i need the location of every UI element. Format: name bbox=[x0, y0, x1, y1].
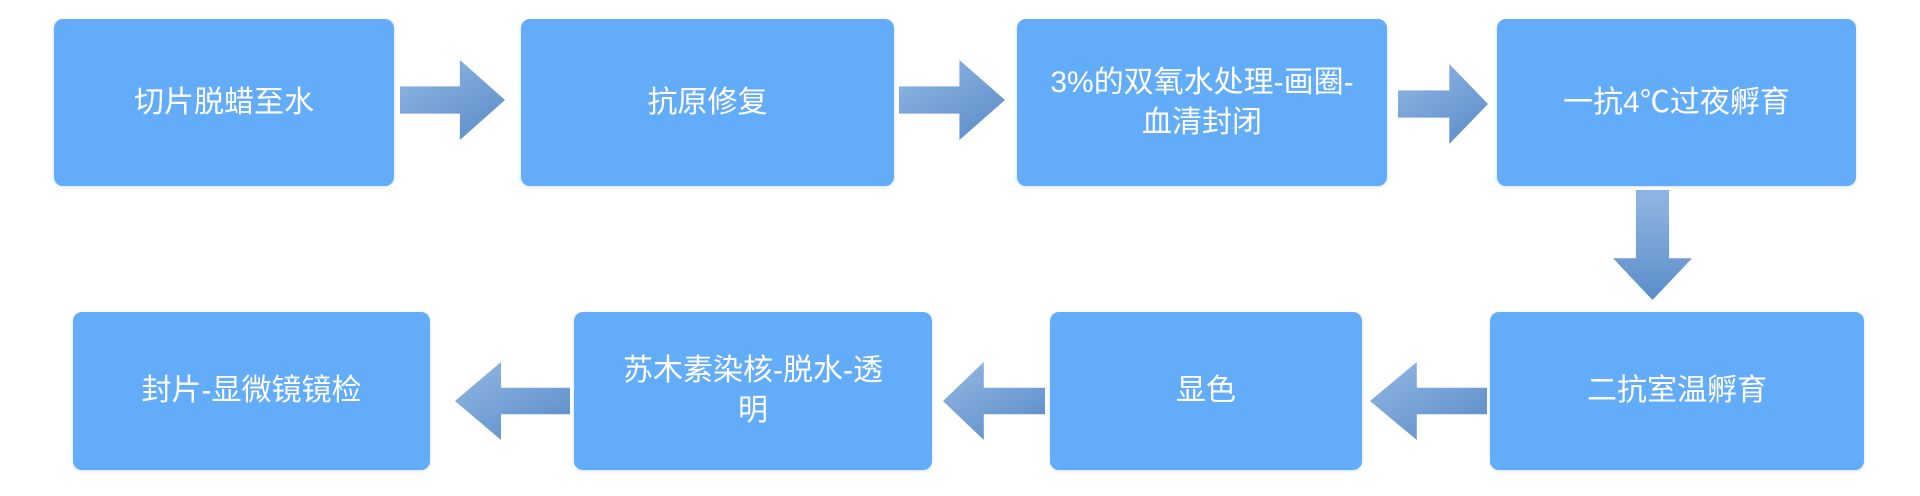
step-label: 一抗4℃过夜孵育 bbox=[1563, 85, 1790, 119]
step-label: 封片-显微镜镜检 bbox=[141, 374, 362, 407]
step-label: 切片脱蜡至水 bbox=[134, 85, 314, 119]
flow-step-peroxide-blocking-box: 3%的双氧水处理-画圈- 血清封闭 bbox=[1017, 19, 1387, 186]
step-label: 二抗室温孵育 bbox=[1587, 374, 1767, 407]
flow-step-deparaffinize-box: 切片脱蜡至水 bbox=[54, 19, 394, 186]
arrow-right-icon bbox=[899, 60, 1005, 140]
arrow-right-icon bbox=[1398, 64, 1488, 144]
flow-step-primary-antibody-box: 一抗4℃过夜孵育 bbox=[1497, 19, 1856, 186]
arrow-down-icon bbox=[1613, 190, 1692, 300]
flow-step-counterstain-dehydrate-box: 苏木素染核-脱水-透 明 bbox=[574, 312, 932, 470]
arrow-right-icon bbox=[400, 60, 505, 140]
arrow-left-icon bbox=[943, 362, 1045, 440]
flow-step-color-development-box: 显色 bbox=[1050, 312, 1362, 470]
arrow-left-icon bbox=[455, 362, 570, 440]
step-label: 3%的双氧水处理-画圈- 血清封闭 bbox=[1050, 65, 1354, 139]
arrow-left-icon bbox=[1370, 362, 1487, 440]
step-label: 抗原修复 bbox=[647, 85, 768, 119]
flow-step-coverslip-microscopy-box: 封片-显微镜镜检 bbox=[73, 312, 430, 470]
flow-step-secondary-antibody-box: 二抗室温孵育 bbox=[1490, 312, 1864, 470]
flow-step-antigen-retrieval-box: 抗原修复 bbox=[521, 19, 894, 186]
step-label: 显色 bbox=[1176, 374, 1236, 407]
step-label: 苏木素染核-脱水-透 明 bbox=[623, 354, 883, 427]
